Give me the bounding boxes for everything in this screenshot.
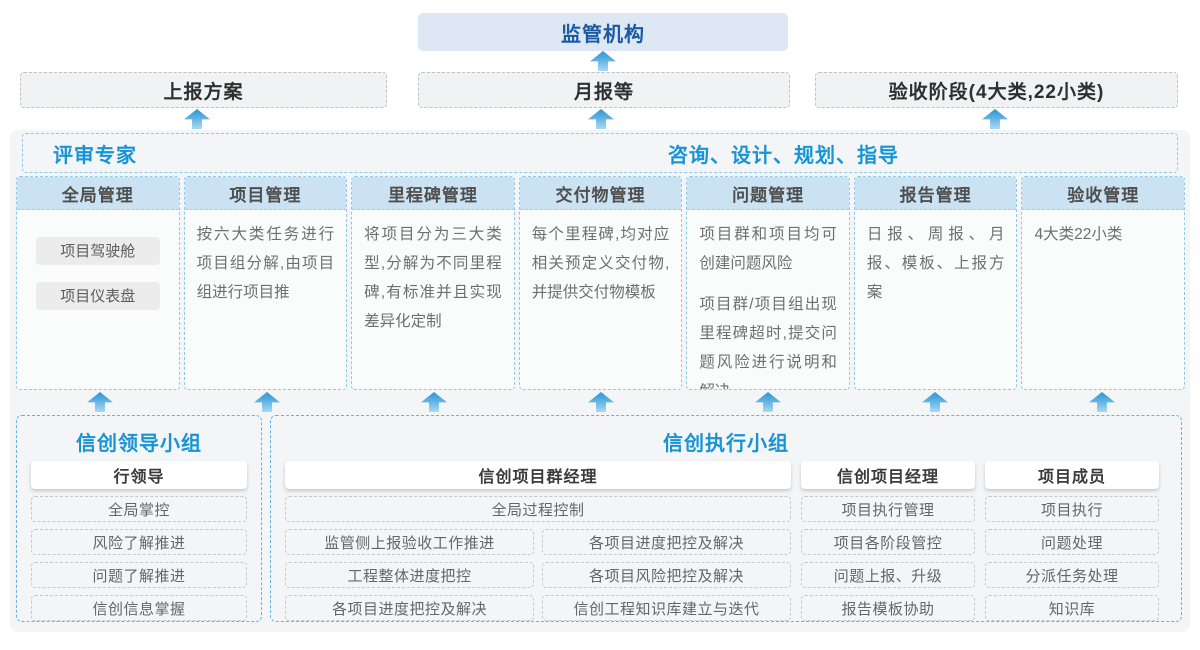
list-item: 各项目进度把控及解决	[285, 595, 534, 621]
project-manager-items: 项目执行管理 项目各阶段管控 问题上报、升级 报告模板协助	[801, 496, 975, 621]
project-members-items: 项目执行 问题处理 分派任务处理 知识库	[985, 496, 1159, 621]
execution-subgroups: 信创项目群经理 全局过程控制 监管侧上报验收工作推进 各项目进度把控及解决 工程…	[285, 461, 1167, 621]
column-paragraph: 将项目分为三大类型,分解为不同里程碑,有标准并且实现差异化定制	[364, 226, 502, 330]
column-title: 报告管理	[854, 177, 1017, 210]
management-columns: 全局管理 项目驾驶舱 项目仪表盘 项目管理 按六大类任务进行项目组分解,由项目组…	[16, 176, 1186, 390]
program-manager-items: 监管侧上报验收工作推进 各项目进度把控及解决 工程整体进度把控 各项目风险把控及…	[285, 529, 791, 621]
column-title: 验收管理	[1022, 177, 1185, 210]
column-paragraph: 日报、周报、月报、模板、上报方案	[866, 226, 1005, 301]
regulator-box: 监管机构	[418, 13, 788, 51]
list-item: 分派任务处理	[985, 562, 1159, 588]
list-item: 问题上报、升级	[801, 562, 975, 588]
list-item: 全局过程控制	[285, 496, 791, 522]
column-body: 每个里程碑,均对应相关预定义交付物,并提供交付物模板	[520, 210, 682, 307]
up-arrow-icon	[87, 392, 113, 412]
execution-title: 信创执行小组	[663, 432, 789, 455]
up-arrow-icon	[184, 109, 210, 129]
column-global-management: 全局管理 项目驾驶舱 项目仪表盘	[16, 176, 180, 390]
list-item: 风险了解推进	[31, 529, 247, 555]
column-paragraph: 项目群和项目均可创建问题风险	[699, 226, 837, 272]
project-manager-subgroup: 信创项目经理 项目执行管理 项目各阶段管控 问题上报、升级 报告模板协助	[801, 461, 975, 621]
list-item: 工程整体进度把控	[285, 562, 534, 588]
up-arrow-icon	[1089, 392, 1115, 412]
role-card-program-manager: 信创项目群经理	[285, 461, 791, 489]
up-arrow-icon	[922, 392, 948, 412]
list-item: 问题处理	[985, 529, 1159, 555]
column-body: 4大类22小类	[1022, 210, 1184, 249]
list-item: 监管侧上报验收工作推进	[285, 529, 534, 555]
report-box-monthly: 月报等	[418, 72, 790, 108]
column-issue-management: 问题管理 项目群和项目均可创建问题风险 项目群/项目组出现里程碑超时,提交问题风…	[686, 176, 850, 390]
project-members-subgroup: 项目成员 项目执行 问题处理 分派任务处理 知识库	[985, 461, 1159, 621]
report-box-label: 上报方案	[163, 81, 244, 103]
report-box-plan: 上报方案	[20, 72, 387, 108]
experts-bar: 评审专家 咨询、设计、规划、指导	[22, 133, 1178, 173]
up-arrow-icon	[982, 109, 1008, 129]
report-box-acceptance: 验收阶段(4大类,22小类)	[815, 72, 1178, 108]
advisory-label: 咨询、设计、规划、指导	[668, 144, 899, 167]
up-arrow-icon	[588, 109, 614, 129]
list-item: 项目执行管理	[801, 496, 975, 522]
role-card-project-manager: 信创项目经理	[801, 461, 975, 489]
platform-container: 评审专家 咨询、设计、规划、指导 全局管理 项目驾驶舱 项目仪表盘 项目管理 按…	[10, 130, 1190, 632]
report-box-label: 月报等	[573, 81, 634, 103]
list-item: 问题了解推进	[31, 562, 247, 588]
list-item: 项目各阶段管控	[801, 529, 975, 555]
execution-group: 信创执行小组 信创项目群经理 全局过程控制 监管侧上报验收工作推进 各项目进度把…	[270, 415, 1182, 622]
column-title: 全局管理	[17, 177, 179, 210]
column-body: 项目群和项目均可创建问题风险 项目群/项目组出现里程碑超时,提交问题风险进行说明…	[687, 210, 849, 389]
role-card-bank-leaders: 行领导	[31, 461, 247, 489]
column-body: 项目驾驶舱 项目仪表盘	[17, 210, 179, 310]
pill-project-dashboard: 项目仪表盘	[35, 282, 160, 310]
column-body: 按六大类任务进行项目组分解,由项目组进行项目推	[185, 210, 347, 307]
list-item: 项目执行	[985, 496, 1159, 522]
column-report-management: 报告管理 日报、周报、月报、模板、上报方案	[853, 176, 1018, 390]
leadership-group: 信创领导小组 行领导 全局掌控 风险了解推进 问题了解推进 信创信息掌握	[16, 415, 262, 622]
column-body: 日报、周报、月报、模板、上报方案	[855, 210, 1017, 307]
pill-project-cockpit: 项目驾驶舱	[35, 237, 160, 265]
column-title: 项目管理	[184, 177, 347, 210]
role-card-project-members: 项目成员	[985, 461, 1159, 489]
list-item: 信创信息掌握	[31, 595, 247, 621]
leadership-title: 信创领导小组	[76, 432, 202, 455]
column-paragraph: 4大类22小类	[1034, 226, 1123, 243]
list-item: 各项目风险把控及解决	[542, 562, 791, 588]
column-paragraph: 按六大类任务进行项目组分解,由项目组进行项目推	[196, 226, 335, 301]
column-project-management: 项目管理 按六大类任务进行项目组分解,由项目组进行项目推	[183, 176, 348, 390]
column-paragraph: 项目群/项目组出现里程碑超时,提交问题风险进行说明和解决	[699, 296, 837, 389]
up-arrow-icon	[590, 51, 616, 71]
list-item: 全局掌控	[31, 496, 247, 522]
column-title: 交付物管理	[519, 177, 682, 210]
leadership-items: 全局掌控 风险了解推进 问题了解推进 信创信息掌握	[31, 496, 247, 621]
up-arrow-icon	[421, 392, 447, 412]
list-item: 信创工程知识库建立与迭代	[542, 595, 791, 621]
column-acceptance-management: 验收管理 4大类22小类	[1021, 176, 1186, 390]
column-deliverable-management: 交付物管理 每个里程碑,均对应相关预定义交付物,并提供交付物模板	[518, 176, 683, 390]
program-manager-subgroup: 信创项目群经理 全局过程控制 监管侧上报验收工作推进 各项目进度把控及解决 工程…	[285, 461, 791, 621]
column-paragraph: 每个里程碑,均对应相关预定义交付物,并提供交付物模板	[531, 226, 670, 301]
list-item: 各项目进度把控及解决	[542, 529, 791, 555]
column-title: 问题管理	[687, 177, 849, 210]
up-arrow-icon	[755, 392, 781, 412]
report-box-label: 验收阶段(4大类,22小类)	[888, 81, 1105, 103]
column-title: 里程碑管理	[352, 177, 514, 210]
experts-label: 评审专家	[53, 144, 137, 167]
column-body: 将项目分为三大类型,分解为不同里程碑,有标准并且实现差异化定制	[352, 210, 514, 336]
up-arrow-icon	[588, 392, 614, 412]
list-item: 知识库	[985, 595, 1159, 621]
list-item: 报告模板协助	[801, 595, 975, 621]
regulator-label: 监管机构	[561, 23, 645, 46]
column-milestone-management: 里程碑管理 将项目分为三大类型,分解为不同里程碑,有标准并且实现差异化定制	[351, 176, 515, 390]
up-arrow-icon	[254, 392, 280, 412]
